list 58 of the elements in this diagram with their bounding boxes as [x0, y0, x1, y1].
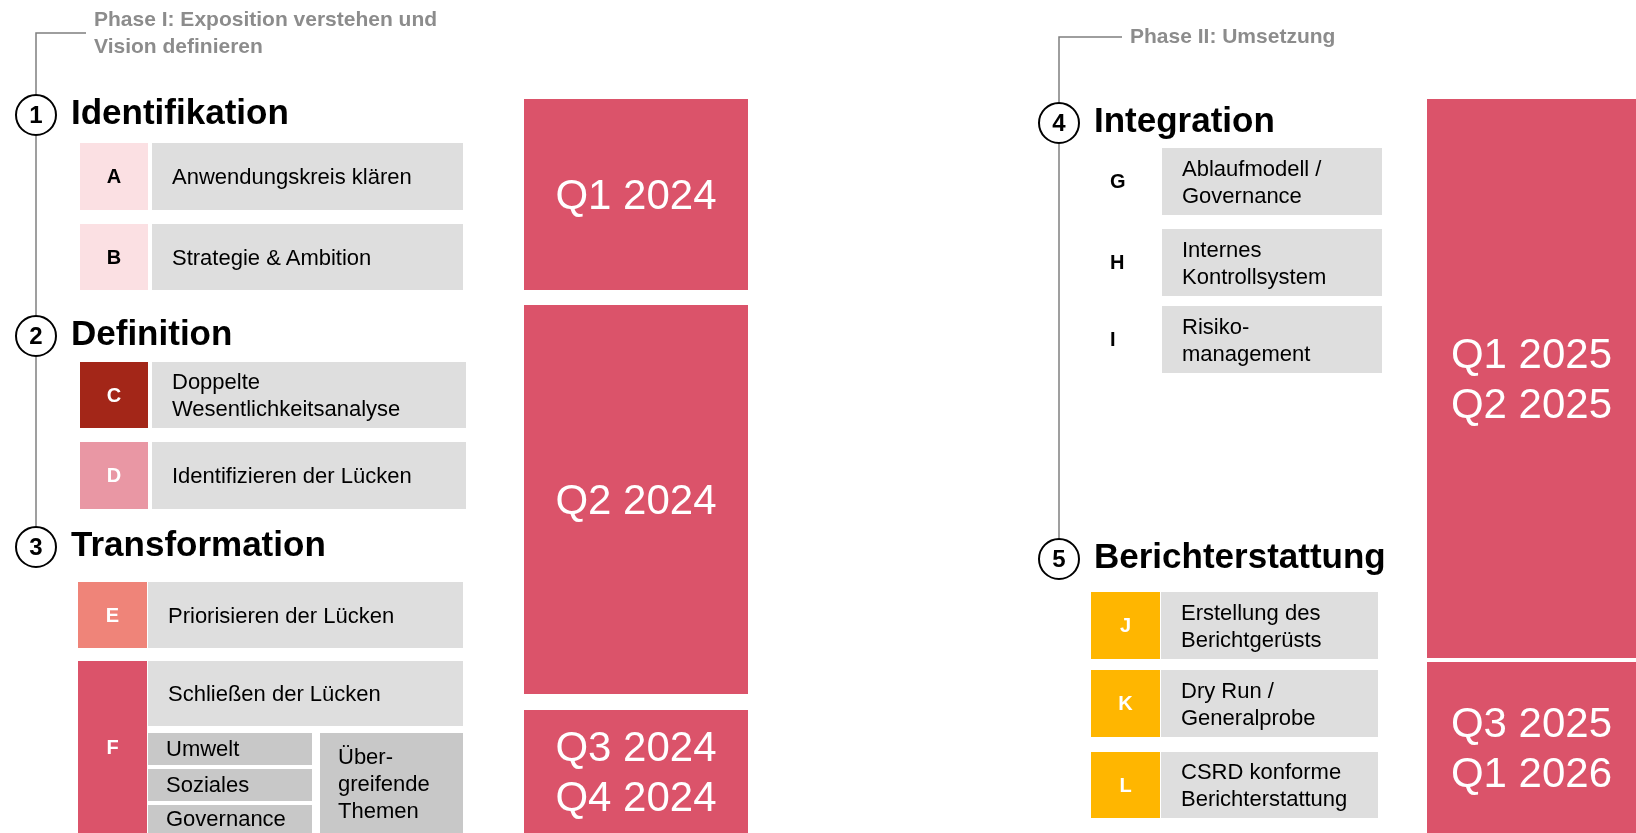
quarter-label: Q1 2025 [1450, 328, 1613, 379]
section-heading: Transformation [71, 524, 326, 564]
number-circle: 4 [1038, 102, 1080, 144]
quarter-label: Q1 2026 [1450, 747, 1613, 798]
task-box: Dry Run / Generalprobe [1161, 670, 1378, 737]
letter-tile: J [1091, 592, 1160, 659]
timeline-block [1427, 99, 1636, 658]
letter-tile: E [78, 582, 147, 648]
topic-box: Über- greifende Themen [320, 733, 463, 833]
letter-tile: K [1091, 670, 1160, 737]
timeline-line [35, 32, 87, 95]
timeline-block [524, 710, 748, 833]
row-letter: H [1110, 250, 1125, 274]
task-box: Identifizieren der Lücken [152, 442, 466, 509]
task-box: Priorisieren der Lücken [148, 582, 463, 648]
task-box: Erstellung des Berichtgerüsts [1161, 592, 1378, 659]
letter-tile: C [80, 362, 148, 428]
quarter-label: Q3 2025 [1450, 697, 1613, 748]
number-circle: 5 [1038, 538, 1080, 580]
row-letter: G [1110, 169, 1126, 193]
number-circle: 1 [15, 94, 57, 136]
task-box: Doppelte Wesentlichkeitsanalyse [152, 362, 466, 428]
phase-label: Phase II: Umsetzung [1130, 22, 1390, 52]
task-box: Ablaufmodell / Governance [1162, 148, 1382, 215]
timeline-line [1058, 143, 1060, 539]
phase-label: Phase I: Exposition verstehen und Vision definieren [94, 5, 474, 65]
letter-tile: B [80, 224, 148, 290]
quarter-label: Q3 2024 [555, 721, 717, 772]
topic-box: Umwelt [148, 733, 312, 765]
timeline-line [35, 356, 37, 527]
number-circle: 2 [15, 315, 57, 357]
task-box: Schließen der Lücken [148, 661, 463, 726]
topic-box: Soziales [148, 769, 312, 801]
timeline-line [35, 135, 37, 316]
section-heading: Definition [71, 313, 233, 353]
timeline-block [524, 99, 748, 290]
number-circle: 3 [15, 526, 57, 568]
letter-tile: D [80, 442, 148, 509]
timeline-block [1427, 662, 1636, 833]
task-box: Anwendungskreis klären [152, 143, 463, 210]
task-box: Internes Kontrollsystem [1162, 229, 1382, 296]
quarter-label: Q2 2024 [555, 474, 717, 525]
section-heading: Identifikation [71, 92, 289, 132]
letter-tile: A [80, 143, 148, 210]
task-box: Strategie & Ambition [152, 224, 463, 290]
quarter-label: Q2 2025 [1450, 378, 1613, 429]
letter-tile: F [78, 661, 147, 833]
quarter-label: Q4 2024 [555, 771, 717, 822]
row-letter: I [1110, 327, 1116, 351]
timeline-block [524, 305, 748, 694]
task-box: Risiko- management [1162, 306, 1382, 373]
quarter-label: Q1 2024 [555, 169, 717, 220]
topic-box: Governance [148, 805, 312, 833]
task-box: CSRD konforme Berichterstattung [1161, 752, 1378, 818]
timeline-line [1058, 36, 1123, 103]
section-heading: Integration [1094, 100, 1275, 140]
letter-tile: L [1091, 752, 1160, 818]
section-heading: Berichterstattung [1094, 536, 1386, 576]
